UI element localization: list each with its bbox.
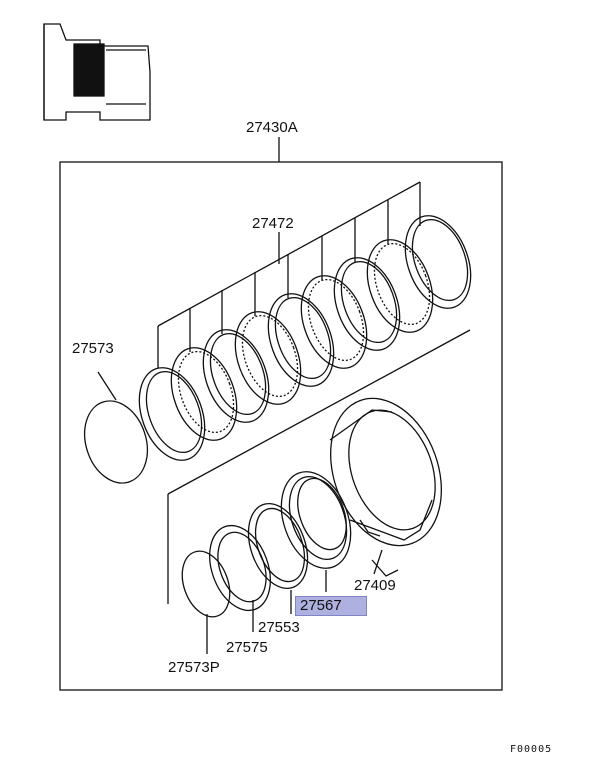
callout-leaders <box>206 549 383 654</box>
part-label-27472: 27472 <box>252 215 294 232</box>
clutch-pack-bracket <box>157 181 421 368</box>
part-label-27573: 27573 <box>72 340 114 357</box>
snap-ring-27573 <box>84 371 148 484</box>
part-label-27573P: 27573P <box>168 659 220 676</box>
part-label-27553: 27553 <box>258 619 300 636</box>
assembly-frame <box>59 161 503 691</box>
spring-retainer-27575 <box>209 524 271 612</box>
part-label-27575: 27575 <box>226 639 268 656</box>
clutch-plates <box>138 215 472 461</box>
snap-ring-27573P <box>181 550 231 618</box>
part-label-27409: 27409 <box>354 577 396 594</box>
part-label-27567-highlighted: 27567 <box>295 596 367 616</box>
transmission-locator-thumbnail <box>43 23 151 121</box>
assembly-label: 27430A <box>246 119 298 136</box>
clutch-retainer-27409 <box>329 397 442 577</box>
piston-27567 <box>280 471 352 569</box>
figure-code: F00005 <box>510 744 553 755</box>
seal-27553 <box>247 502 309 590</box>
subassembly-diagonal <box>167 329 471 495</box>
